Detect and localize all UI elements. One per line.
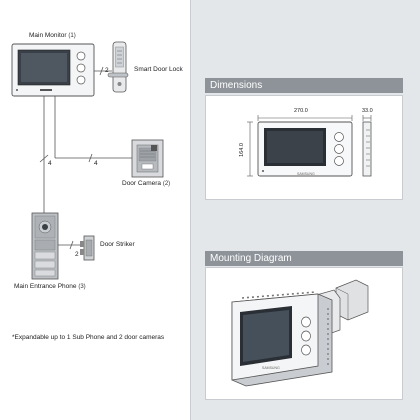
mounting-drawing <box>231 279 369 387</box>
width-dimension-label: 270.0 <box>294 108 308 114</box>
wiring-diagram: Main Monitor (1) Smart Door Lock Door Ca… <box>0 0 190 420</box>
main-monitor-badge: (1) <box>68 33 76 39</box>
wire-count-camera: 4 <box>94 160 98 167</box>
main-monitor-device <box>11 43 95 97</box>
wire-count-lock: 2 <box>105 67 109 74</box>
door-camera-label: Door Camera (2) <box>122 180 171 187</box>
smart-door-lock-device <box>107 41 129 93</box>
depth-dimension-label: 33.0 <box>362 108 373 114</box>
mounting-brand-label: SAMSUNG <box>262 366 280 370</box>
main-entrance-phone-label: Main Entrance Phone (3) <box>14 283 86 290</box>
dimensions-brand-label: SAMSUNG <box>297 172 315 176</box>
door-camera-badge: (2) <box>162 181 171 187</box>
mounting-title: Mounting Diagram <box>205 251 403 266</box>
door-camera-device <box>131 139 164 178</box>
dimensions-drawing <box>247 115 372 177</box>
dimensions-panel: 270.0 33.0 164.0 SAMSUNG <box>205 95 403 200</box>
main-monitor-label: Main Monitor (1) <box>29 32 76 39</box>
mounting-panel: SAMSUNG <box>205 267 403 400</box>
height-dimension-label: 164.0 <box>238 143 245 157</box>
door-striker-device <box>80 235 95 261</box>
door-striker-label: Door Striker <box>100 241 135 248</box>
main-entrance-phone-device <box>31 212 59 280</box>
wiring-lines <box>11 41 164 280</box>
wire-count-entrance: 4 <box>48 160 52 167</box>
expansion-note: *Expandable up to 1 Sub Phone and 2 door… <box>12 334 165 341</box>
smart-door-lock-label: Smart Door Lock <box>134 66 183 73</box>
dimensions-title: Dimensions <box>205 78 403 93</box>
main-entrance-phone-badge: (3) <box>78 284 86 290</box>
wire-count-striker: 2 <box>75 251 79 258</box>
